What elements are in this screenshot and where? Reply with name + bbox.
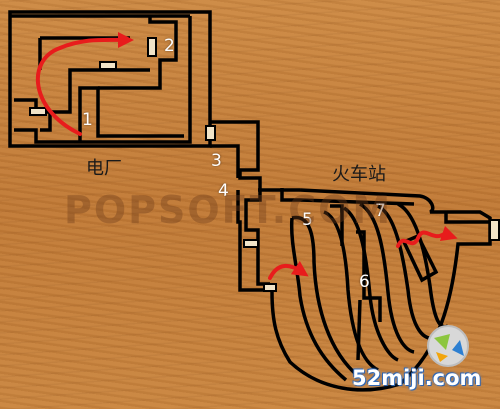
label-5: 5 (302, 210, 313, 230)
arrow-power-plant (35, 31, 134, 136)
label-4: 4 (218, 181, 229, 201)
label-1: 1 (82, 110, 93, 130)
switch-2 (147, 37, 157, 57)
power-plant-walls (8, 10, 212, 148)
label-power-plant: 电厂 (86, 158, 122, 179)
switch-station (263, 283, 277, 292)
label-7: 7 (375, 201, 386, 221)
label-3: 3 (211, 151, 222, 171)
train-station-walls (270, 188, 492, 392)
track-lanes (289, 202, 449, 382)
watermark-logo (427, 325, 469, 367)
label-2: 2 (164, 36, 175, 56)
watermark-main: POPSOFT.COM (64, 188, 393, 232)
switch-1 (29, 107, 47, 116)
label-6: 6 (359, 272, 370, 292)
watermark-site: 52miji.com (352, 366, 482, 390)
switch-corridor (243, 239, 259, 248)
route-arrows (35, 31, 458, 280)
switch-3 (205, 125, 216, 141)
switch-mid (99, 61, 117, 70)
label-train-station: 火车站 (332, 164, 386, 185)
arrow-station-entry (268, 260, 309, 280)
switch-boxes (29, 37, 500, 292)
switch-exit (489, 219, 500, 241)
arrow-station-exit (396, 225, 458, 248)
